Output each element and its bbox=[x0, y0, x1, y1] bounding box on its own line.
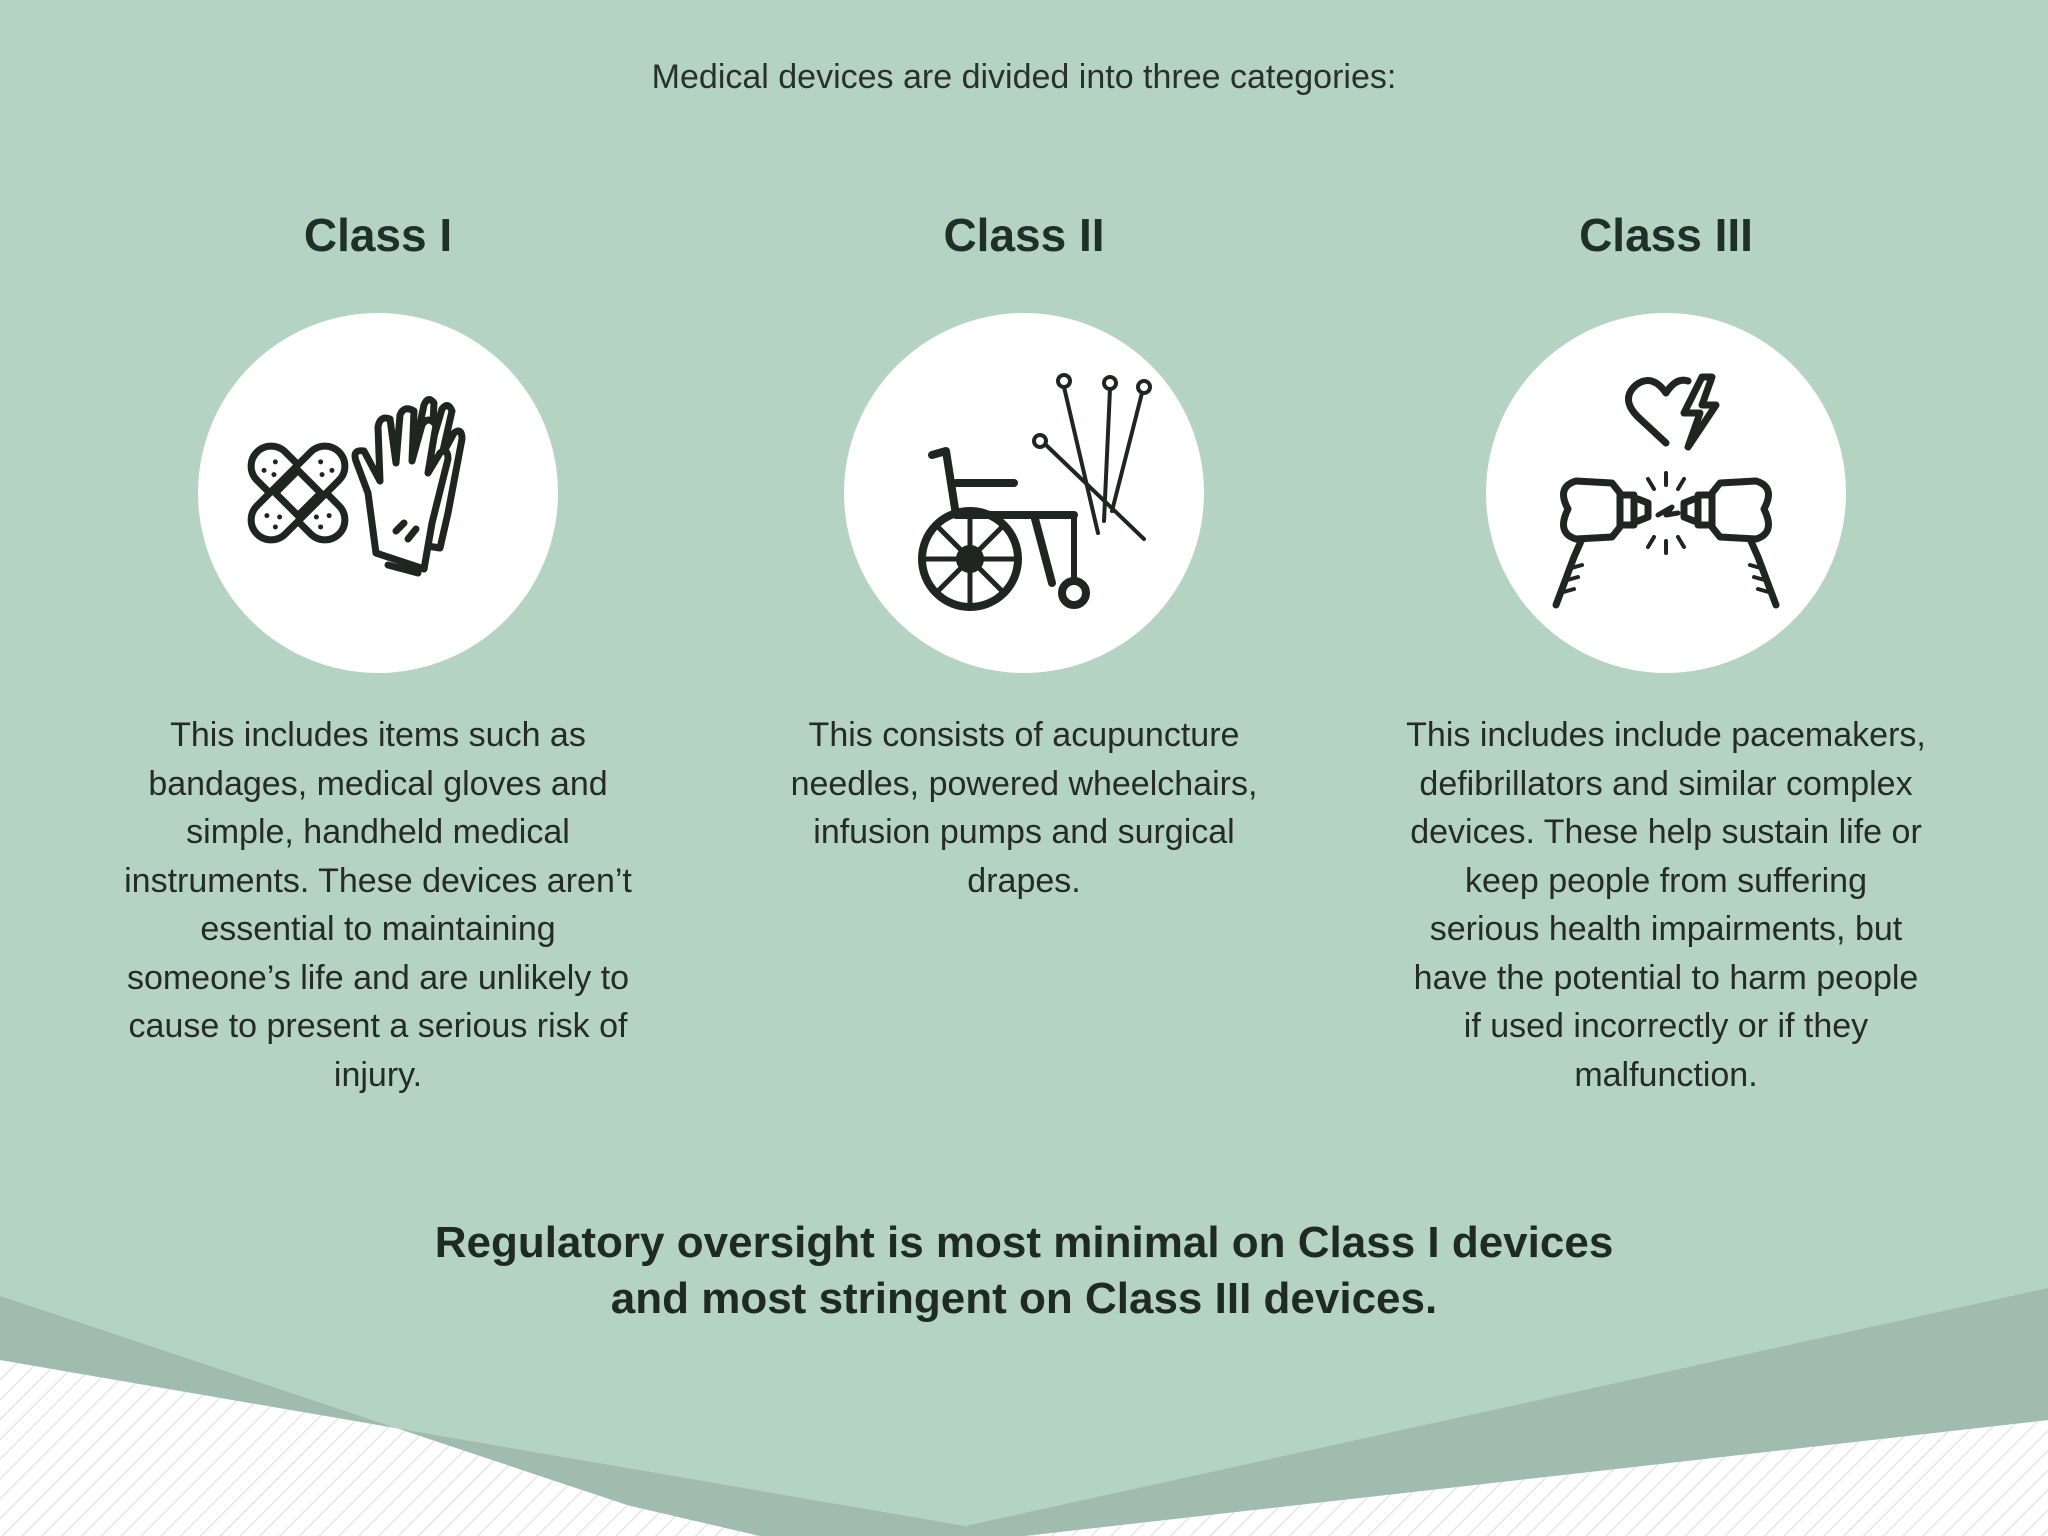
heart-defibrillator-icon bbox=[1552, 373, 1780, 609]
class-2-icon-circle bbox=[844, 313, 1204, 673]
class-2-title: Class II bbox=[943, 209, 1105, 261]
intro-text: Medical devices are divided into three c… bbox=[651, 58, 1397, 96]
class-2-description: This consists of acupuncture needles, po… bbox=[790, 716, 1258, 900]
class-2-column: Class II bbox=[724, 205, 1324, 905]
class-3-title: Class III bbox=[1579, 209, 1753, 261]
bottom-decoration bbox=[0, 1288, 2048, 1536]
class-3-icon-circle bbox=[1486, 313, 1846, 673]
class-3-description: This includes include pacemakers, defibr… bbox=[1406, 716, 1926, 1094]
class-3-column: Class III bbox=[1366, 205, 1966, 1099]
regulatory-footer: Regulatory oversight is most minimal on … bbox=[0, 1215, 2048, 1327]
class-1-title: Class I bbox=[303, 209, 453, 261]
wheelchair-needles-icon bbox=[918, 373, 1152, 611]
footer-line-2: and most stringent on Class III devices. bbox=[610, 1274, 1438, 1323]
footer-line-1: Regulatory oversight is most minimal on … bbox=[434, 1218, 1614, 1267]
bandage-gloves-icon bbox=[247, 396, 466, 577]
class-1-icon-circle bbox=[198, 313, 558, 673]
class-1-column: Class I bbox=[78, 205, 678, 1099]
class-1-description: This includes items such as bandages, me… bbox=[124, 716, 632, 1094]
